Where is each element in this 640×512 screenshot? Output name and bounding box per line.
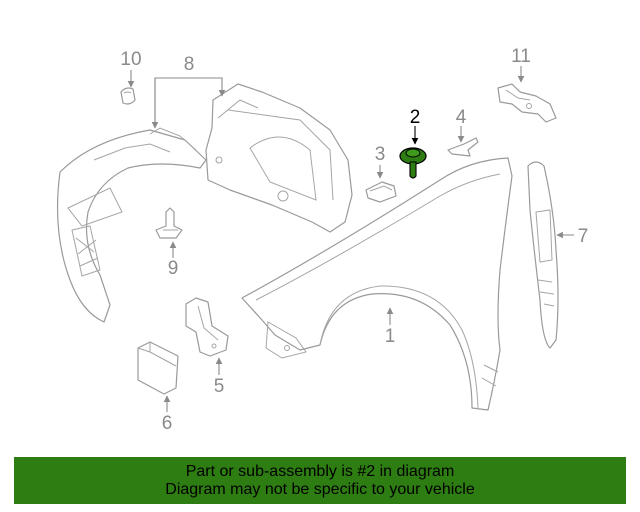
callout-9: 9 <box>168 258 179 279</box>
callout-10: 10 <box>120 49 141 70</box>
part-11-bracket <box>497 83 557 123</box>
banner-line-2: Diagram may not be specific to your vehi… <box>165 480 475 498</box>
part-4-bracket <box>447 137 479 157</box>
callout-1: 1 <box>385 326 396 347</box>
part-2-bolt-highlighted <box>399 147 427 179</box>
part-6-block <box>137 341 179 395</box>
part-10-grommet <box>120 87 136 105</box>
part-8-liner-front <box>56 127 207 323</box>
part-9-clip <box>155 207 183 239</box>
callout-2: 2 <box>410 107 421 128</box>
part-7-seal <box>527 161 559 349</box>
callout-7: 7 <box>578 226 589 247</box>
parts-diagram: 10 8 2 3 4 11 7 1 9 5 6 <box>56 46 589 434</box>
callout-4: 4 <box>456 107 467 128</box>
leader-lines <box>127 66 574 412</box>
part-8-liner-rear <box>205 83 353 233</box>
banner-line-1: Part or sub-assembly is #2 in diagram <box>185 462 455 480</box>
callout-3: 3 <box>375 144 386 165</box>
callout-8: 8 <box>184 54 195 75</box>
part-5-bracket <box>185 297 229 357</box>
callout-11: 11 <box>511 46 531 67</box>
callout-5: 5 <box>214 376 225 397</box>
part-3-pad <box>365 181 397 203</box>
part-1-fender <box>241 157 513 411</box>
callout-6: 6 <box>162 413 173 434</box>
diagram-notice-banner: Part or sub-assembly is #2 in diagram Di… <box>14 457 626 504</box>
